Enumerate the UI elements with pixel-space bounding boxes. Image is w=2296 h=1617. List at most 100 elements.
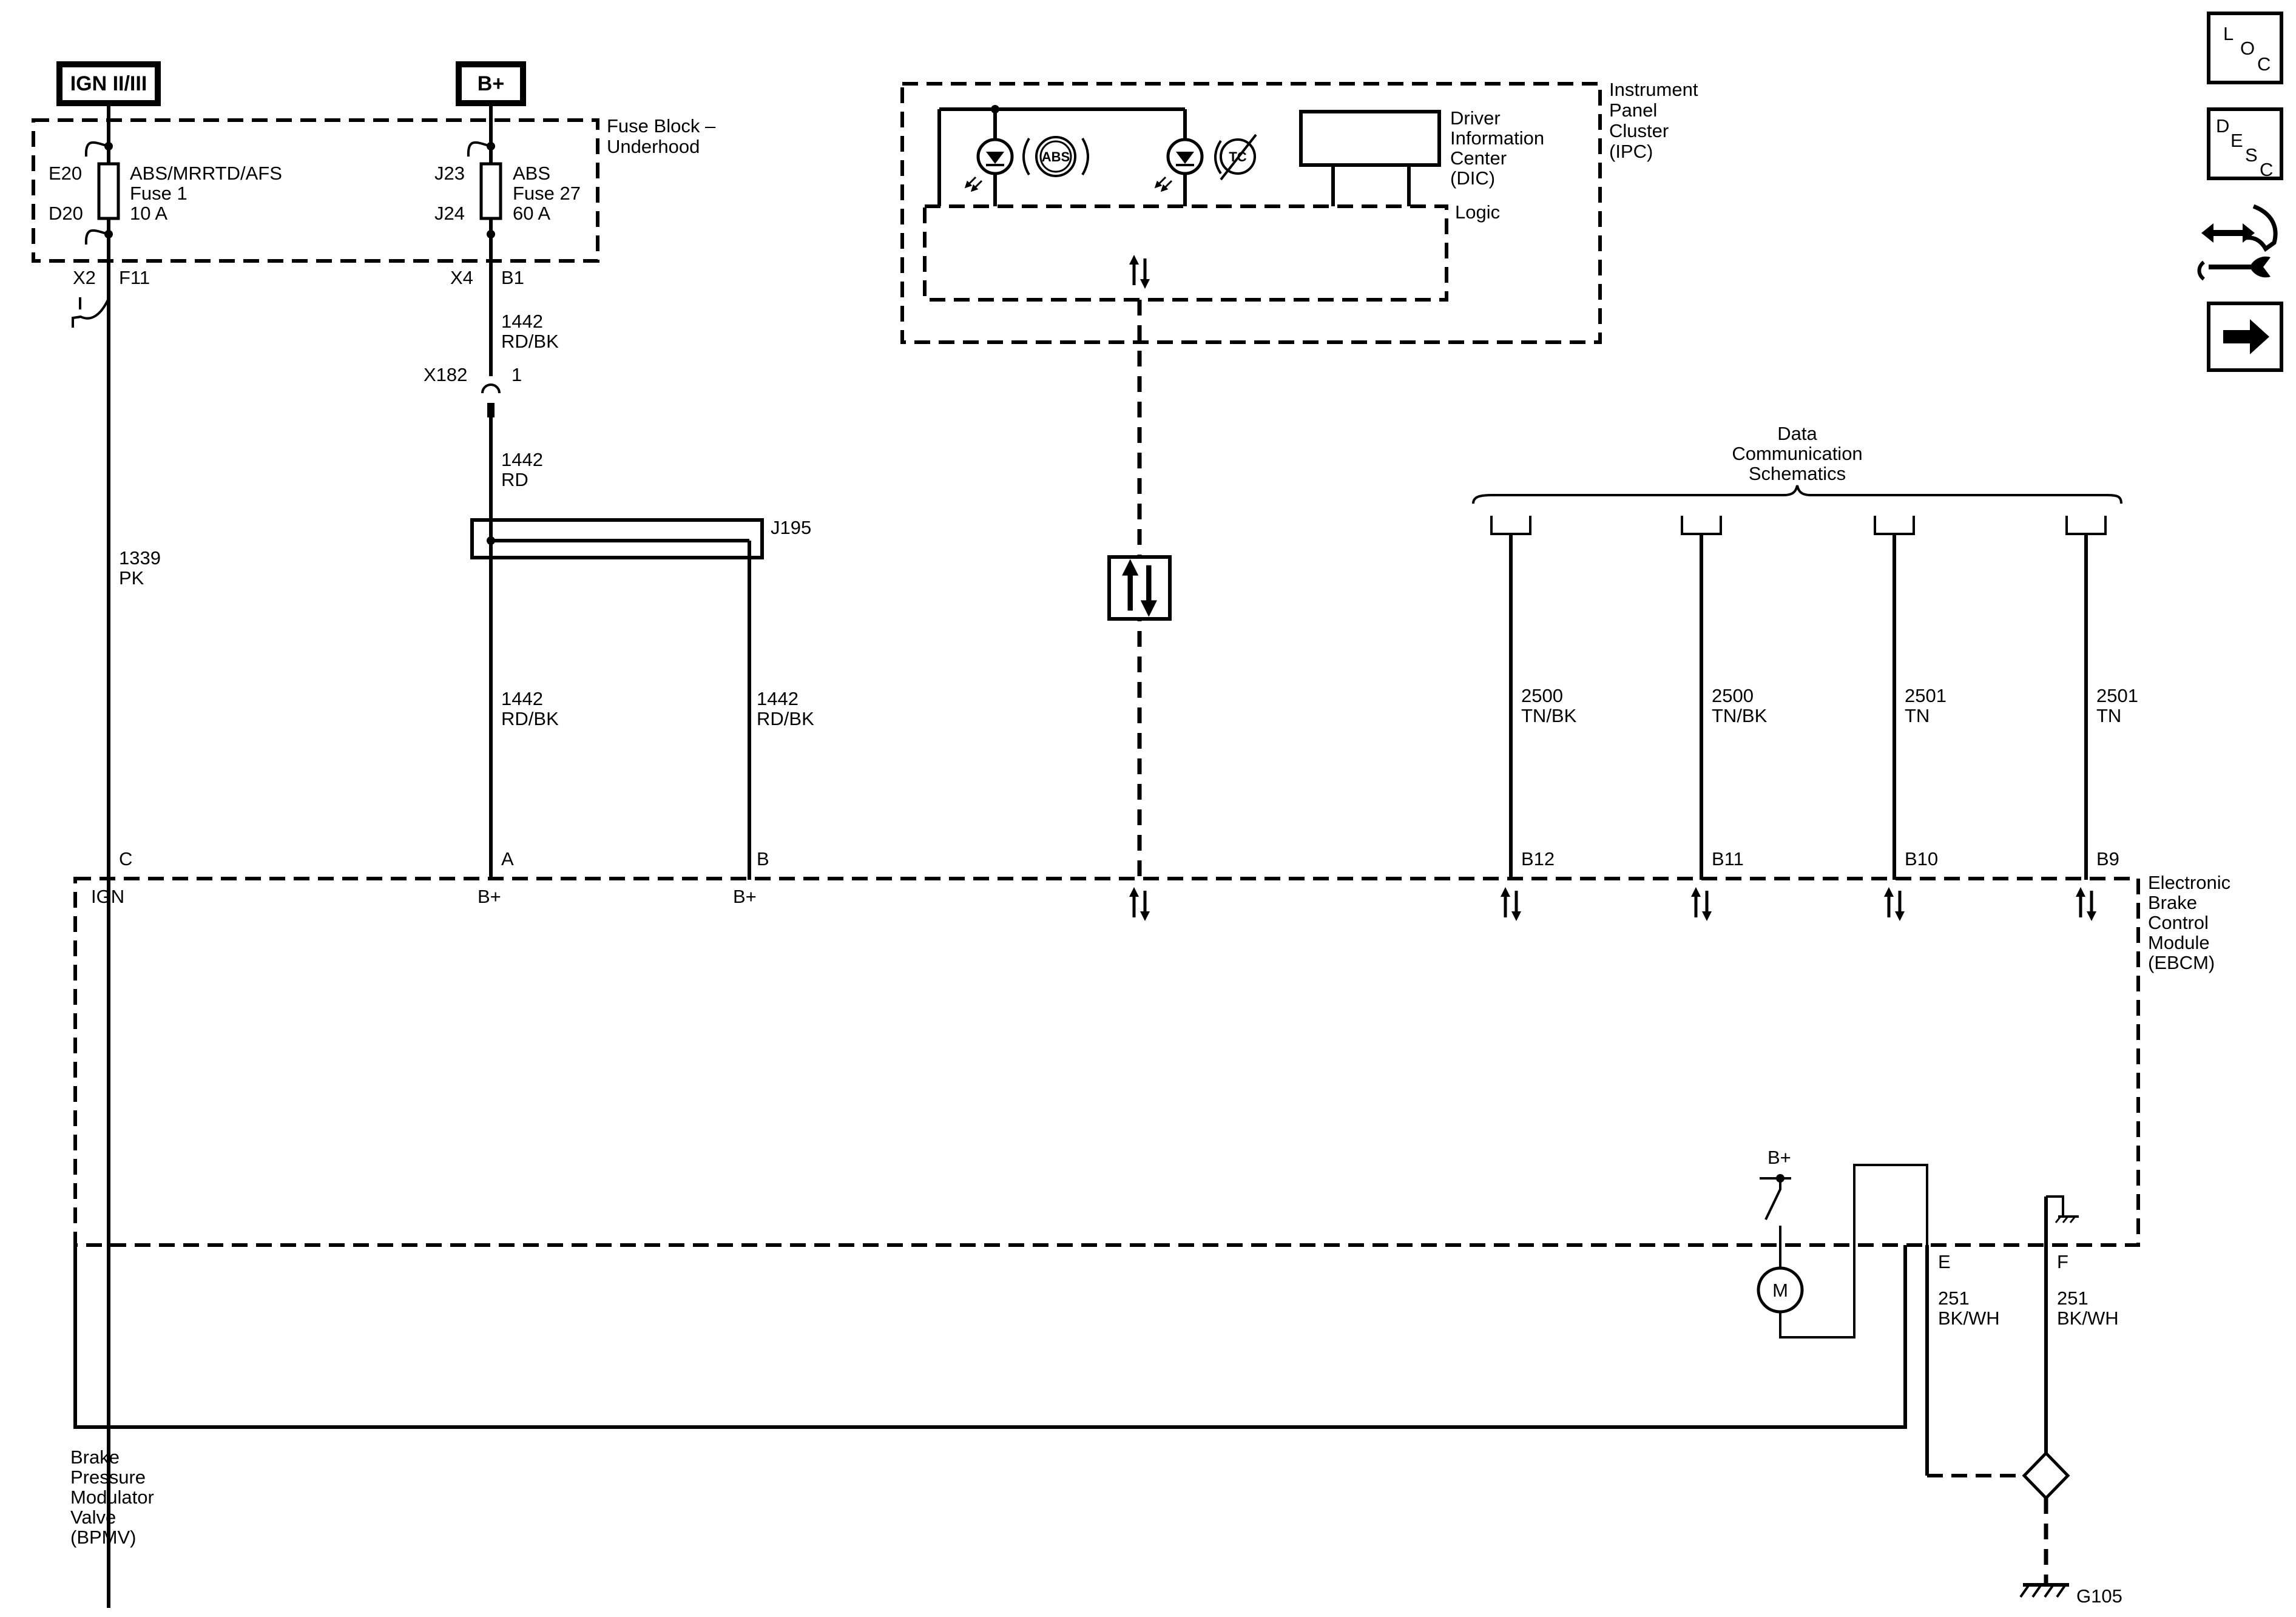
splice-j195	[470, 518, 764, 559]
connector-f11: F11	[119, 267, 150, 288]
ebcm-b12-arrow	[1501, 887, 1521, 921]
ign-source-box: IGN II/III	[56, 61, 161, 106]
bpmv-label-1: Brake	[70, 1447, 120, 1468]
ebcm-pin-a: A	[501, 848, 514, 869]
fuse1-bottom-term: D20	[49, 203, 83, 224]
wire-1339-color: PK	[119, 567, 144, 589]
battery-source-label: B+	[478, 72, 504, 95]
ipc-label-3: Cluster	[1609, 120, 1669, 141]
ebcm-pin-b: B	[757, 848, 769, 869]
wire-251-e-num: 251	[1938, 1288, 1970, 1309]
connector-b1: B1	[501, 267, 524, 288]
ebcm-pin-b9: B9	[2096, 848, 2119, 869]
wire-1442-color-b: RD	[501, 469, 528, 490]
bpmv-label-5: (BPMV)	[70, 1527, 137, 1548]
wire-2500-b-num: 2500	[1712, 685, 1754, 706]
ipc-logic-label: Logic	[1455, 201, 1500, 223]
ebcm-bplus-a-label: B+	[478, 886, 501, 907]
connector-x2: X2	[73, 267, 96, 288]
fuse1-top-term: E20	[49, 163, 82, 184]
ebcm-b10-arrow	[1884, 887, 1905, 921]
fuse27-circuit: ABS	[513, 163, 550, 184]
wire-251-f-num: 251	[2057, 1288, 2088, 1309]
data-comm-label-2: Communication	[1732, 443, 1862, 464]
ipc-label-2: Panel	[1609, 100, 1657, 121]
ebcm-outline	[73, 877, 2140, 1247]
location-button[interactable]: L O C	[2207, 12, 2283, 84]
data-comm-label-1: Data	[1777, 423, 1817, 444]
repair-procedure-icon[interactable]	[2197, 204, 2278, 281]
wire-2501-a-num: 2501	[1905, 685, 1947, 706]
ipc-label-4: (IPC)	[1609, 141, 1653, 162]
ebcm-b11-arrow	[1691, 887, 1712, 921]
ebcm-label-3: Control	[2148, 912, 2209, 933]
wire-1442-num-d: 1442	[757, 688, 799, 709]
loc-l: L	[2223, 23, 2234, 44]
fuse-block-label-1: Fuse Block –	[607, 115, 716, 137]
ign-source-label: IGN II/III	[70, 72, 147, 95]
next-arrow-button[interactable]	[2207, 302, 2283, 372]
loc-o: O	[2240, 38, 2255, 59]
ebcm-internal-ground-icon	[2055, 1215, 2079, 1223]
bpmv-label-3: Modulator	[70, 1487, 154, 1508]
fuse-1	[97, 162, 120, 220]
ebcm-bplus-b-label: B+	[733, 886, 757, 907]
wire-1442-color-c: RD/BK	[501, 708, 559, 729]
gateway-symbol	[1107, 555, 1172, 621]
traction-control-icon: TC	[1214, 133, 1257, 181]
ebcm-pin-c: C	[119, 848, 132, 869]
abs-symbol: ABS	[1042, 149, 1070, 164]
ground-g105-icon	[2019, 1583, 2069, 1598]
wire-2500-a-num: 2500	[1521, 685, 1563, 706]
wire-2501-b-color: TN	[2096, 705, 2121, 726]
abs-indicator-lamp	[964, 138, 1014, 192]
fuse27-rating: 60 A	[513, 203, 550, 224]
tc-symbol: TC	[1229, 149, 1246, 164]
data-comm-label-3: Schematics	[1749, 463, 1846, 484]
ipc-outline	[900, 82, 1602, 344]
ipc-label-1: Instrument	[1609, 79, 1698, 100]
battery-source-box: B+	[456, 61, 526, 106]
connector-x182: X182	[424, 364, 467, 385]
wire-1442-num-b: 1442	[501, 449, 543, 470]
fuse27-top-term: J23	[434, 163, 465, 184]
dic-label-1: Driver	[1450, 107, 1501, 129]
dic-label-3: Center	[1450, 147, 1507, 169]
right-arrow-icon	[2223, 319, 2269, 354]
wire-2500-b-color: TN/BK	[1712, 705, 1768, 726]
ebcm-label-4: Module	[2148, 932, 2210, 953]
wire-1442-color-a: RD/BK	[501, 331, 559, 352]
fuse27-name: Fuse 27	[513, 183, 581, 204]
fuse-block-label-2: Underhood	[607, 136, 700, 157]
wire-251-e-color: BK/WH	[1938, 1308, 2000, 1329]
fuse1-rating: 10 A	[130, 203, 167, 224]
ebcm-b9-arrow	[2076, 887, 2096, 921]
motor-bplus-label: B+	[1768, 1147, 1791, 1168]
traction-control-lamp	[1154, 138, 1204, 192]
bpmv-label-2: Pressure	[70, 1467, 146, 1488]
fuse1-name: Fuse 1	[130, 183, 187, 204]
bpmv-outline	[73, 1245, 1907, 1429]
description-button[interactable]: D E S C	[2207, 107, 2283, 180]
dic-label-2: Information	[1450, 127, 1544, 149]
ebcm-pin-b12: B12	[1521, 848, 1555, 869]
ipc-data-arrow	[1129, 255, 1150, 289]
ebcm-label-2: Brake	[2148, 892, 2197, 913]
abs-warning-icon: ABS	[1022, 136, 1089, 177]
ground-splice	[2022, 1451, 2070, 1501]
wire-251-f-color: BK/WH	[2057, 1308, 2119, 1329]
wire-2501-a-color: TN	[1905, 705, 1930, 726]
wire-1442-num-c: 1442	[501, 688, 543, 709]
ebcm-serial-arrow	[1129, 887, 1150, 921]
connector-x182-symbol	[481, 383, 501, 394]
connector-x182-pin: 1	[512, 364, 522, 385]
loc-c: C	[2257, 53, 2271, 75]
data-comm-brace	[1472, 485, 2122, 504]
ebcm-label-5: (EBCM)	[2148, 952, 2215, 973]
bpmv-label-4: Valve	[70, 1507, 116, 1528]
wire-2500-a-color: TN/BK	[1521, 705, 1577, 726]
splice-j195-label: J195	[771, 517, 811, 538]
data-comm-connectors	[1490, 516, 2107, 535]
ipc-logic-outline	[923, 204, 1448, 302]
dic-label-4: (DIC)	[1450, 167, 1495, 189]
